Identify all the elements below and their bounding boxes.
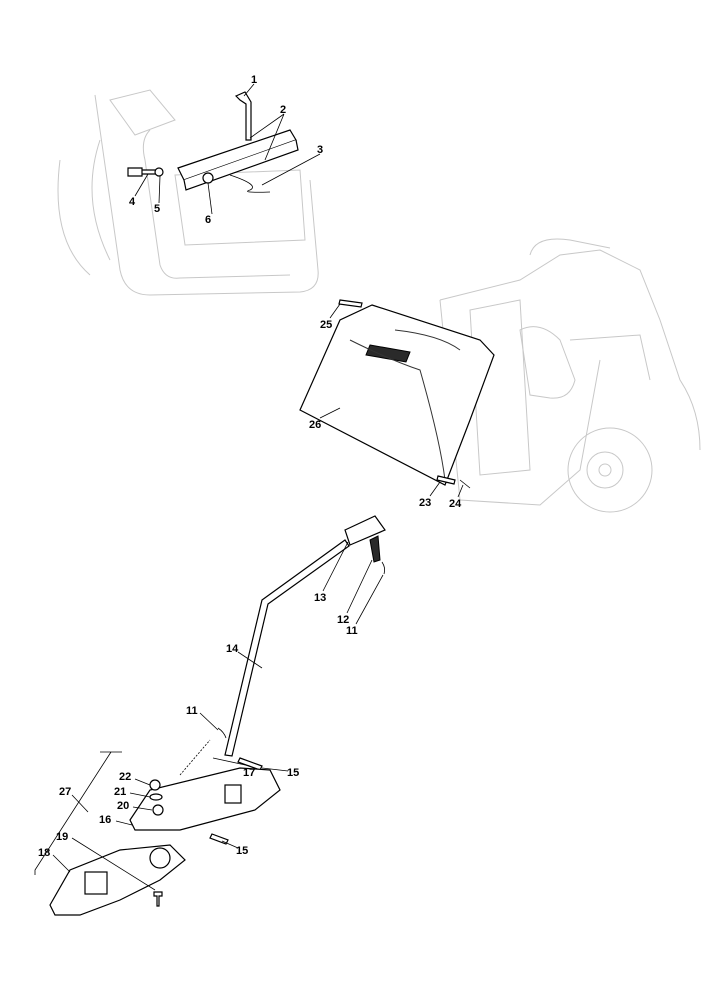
callout-16: 16	[99, 814, 111, 826]
leader-lines	[52, 83, 464, 891]
callout-24: 24	[449, 498, 462, 510]
bush-part-20	[152, 804, 164, 816]
callout-19: 19	[56, 831, 68, 843]
flap-part-26	[299, 304, 495, 486]
nut-part-22	[149, 779, 161, 791]
callout-27: 27	[59, 786, 71, 798]
plate-part-16	[129, 767, 281, 831]
pedal-pivot	[149, 847, 171, 869]
callout-20: 20	[117, 800, 129, 812]
group-bracket-27	[34, 751, 122, 875]
clip-part-11b	[217, 727, 227, 739]
plate-bracket	[224, 784, 242, 804]
callout-6: 6	[205, 214, 211, 226]
callout-14: 14	[226, 643, 239, 655]
callout-13: 13	[314, 592, 326, 604]
callout-17: 17	[243, 767, 255, 779]
callout-15: 15	[236, 845, 248, 857]
pedal-pad	[84, 871, 108, 895]
callout-3: 3	[317, 144, 323, 156]
flap-slot	[365, 344, 411, 363]
clip-part-11a	[381, 561, 386, 575]
callout-4: 4	[129, 196, 136, 208]
pin-part-1	[234, 91, 252, 141]
callout-23: 23	[419, 497, 431, 509]
callout-25: 25	[320, 319, 332, 331]
callout-2: 2	[280, 104, 286, 116]
clip-part-3	[229, 174, 271, 193]
rear-panel-ghost	[57, 89, 319, 296]
callout-18: 18	[38, 847, 50, 859]
callout-labels: 1 2 3 4 5 6 25 26 23 24 13 12 11 14 11 1…	[38, 74, 462, 859]
callout-1: 1	[251, 74, 257, 86]
bolt-part-19	[153, 891, 163, 907]
spring-part-17	[179, 739, 211, 776]
clip-part-24	[459, 479, 471, 489]
pin-part-23	[436, 475, 456, 485]
callout-21: 21	[114, 786, 126, 798]
pin-part-25	[338, 299, 363, 308]
callout-12: 12	[337, 614, 349, 626]
callout-26: 26	[309, 419, 321, 431]
grip-part-12	[369, 535, 381, 563]
callout-15: 15	[287, 767, 299, 779]
rod-end-part-13	[344, 515, 386, 546]
callout-5: 5	[154, 203, 160, 215]
callout-22: 22	[119, 771, 131, 783]
rod-part-14	[224, 539, 350, 757]
washer-part-21	[149, 793, 163, 801]
nut-part-6	[202, 172, 214, 184]
washer-part-5	[154, 167, 164, 177]
callout-11: 11	[346, 625, 358, 637]
callout-11: 11	[186, 705, 198, 717]
